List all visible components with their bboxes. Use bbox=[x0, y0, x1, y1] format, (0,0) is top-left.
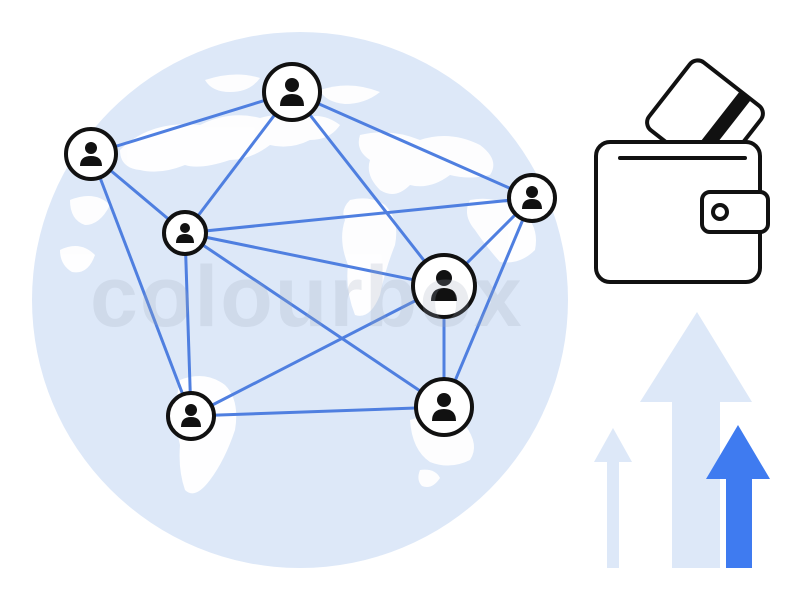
user-node-7 bbox=[414, 377, 474, 437]
person-icon bbox=[176, 223, 194, 243]
person-icon bbox=[280, 78, 304, 106]
user-node-5 bbox=[166, 391, 216, 441]
up-arrow-icon bbox=[594, 428, 632, 568]
network-link bbox=[184, 231, 445, 409]
network-link bbox=[90, 90, 293, 156]
network-link bbox=[291, 90, 533, 200]
network-link bbox=[190, 284, 445, 418]
network-link bbox=[190, 405, 445, 418]
network-link bbox=[89, 153, 193, 417]
network-link bbox=[184, 196, 533, 235]
person-icon bbox=[432, 393, 456, 421]
growth-arrows bbox=[594, 312, 770, 568]
network-links bbox=[89, 90, 534, 418]
user-node-6 bbox=[411, 253, 477, 319]
user-node-1 bbox=[64, 127, 118, 181]
up-arrow-icon bbox=[640, 312, 752, 568]
person-icon bbox=[80, 142, 102, 166]
user-node-2 bbox=[262, 62, 322, 122]
network-link bbox=[290, 91, 446, 287]
network-link bbox=[183, 232, 193, 417]
person-icon bbox=[181, 404, 201, 427]
network-link bbox=[442, 197, 534, 408]
wallet-clasp bbox=[700, 190, 770, 234]
wallet-icon bbox=[594, 58, 770, 284]
user-node-3 bbox=[162, 210, 208, 256]
up-arrow-icon bbox=[706, 425, 770, 568]
person-icon bbox=[431, 270, 457, 301]
user-node-4 bbox=[507, 173, 557, 223]
person-icon bbox=[522, 186, 542, 209]
network-link bbox=[184, 231, 445, 288]
network-nodes bbox=[64, 62, 557, 441]
